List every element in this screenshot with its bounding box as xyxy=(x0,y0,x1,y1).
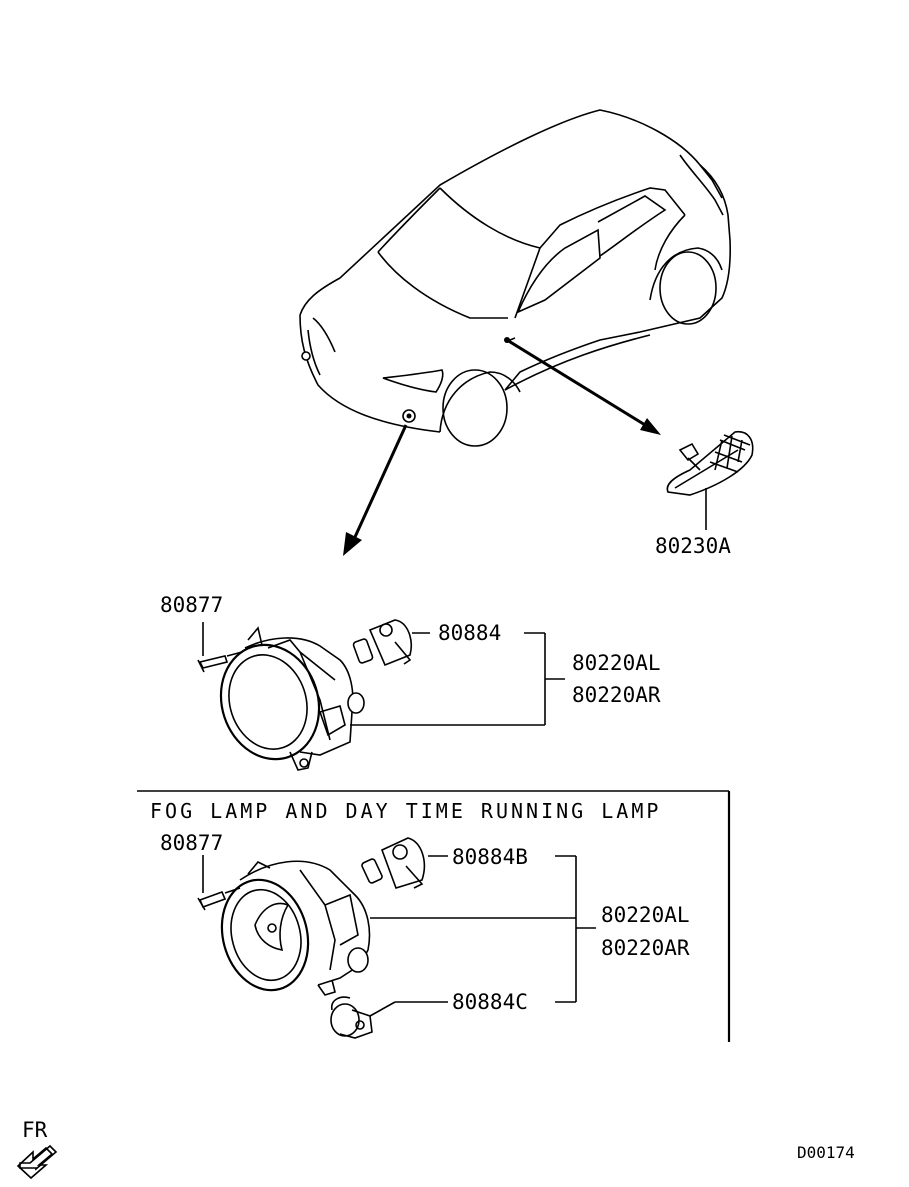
direction-arrow-icon xyxy=(16,1144,58,1180)
label-lower-screw: 80877 xyxy=(160,831,223,855)
section-box xyxy=(137,790,731,1042)
upper-fog-lamp-illustration xyxy=(197,622,365,771)
label-upper-screw: 80877 xyxy=(160,593,223,617)
lower-fog-lamp-illustration xyxy=(197,855,371,996)
label-side-marker-part: 80230A xyxy=(655,534,731,558)
arrow-to-side-marker xyxy=(504,337,661,435)
label-lower-bulb-c: 80884C xyxy=(452,990,528,1014)
lower-leader-bracket xyxy=(370,855,596,1003)
label-upper-bulb: 80884 xyxy=(438,621,501,645)
upper-leader-bracket xyxy=(350,632,565,726)
label-lower-bulb-b: 80884B xyxy=(452,845,528,869)
label-lower-fog-lamp-right: 80220AR xyxy=(601,936,690,960)
lower-bulb-b-illustration xyxy=(361,837,448,889)
side-marker-lamp-illustration xyxy=(666,430,754,530)
upper-bulb-illustration xyxy=(352,619,430,667)
drawing-code: D00174 xyxy=(797,1143,855,1162)
label-lower-fog-lamp-left: 80220AL xyxy=(601,903,690,927)
arrow-to-fog-lamp xyxy=(343,424,408,556)
section-title: FOG LAMP AND DAY TIME RUNNING LAMP xyxy=(150,799,661,823)
car-illustration xyxy=(299,109,731,447)
lower-bulb-c-illustration xyxy=(330,996,396,1039)
label-upper-fog-lamp-right: 80220AR xyxy=(572,683,661,707)
label-upper-fog-lamp-left: 80220AL xyxy=(572,651,661,675)
direction-label: FR xyxy=(22,1118,48,1142)
